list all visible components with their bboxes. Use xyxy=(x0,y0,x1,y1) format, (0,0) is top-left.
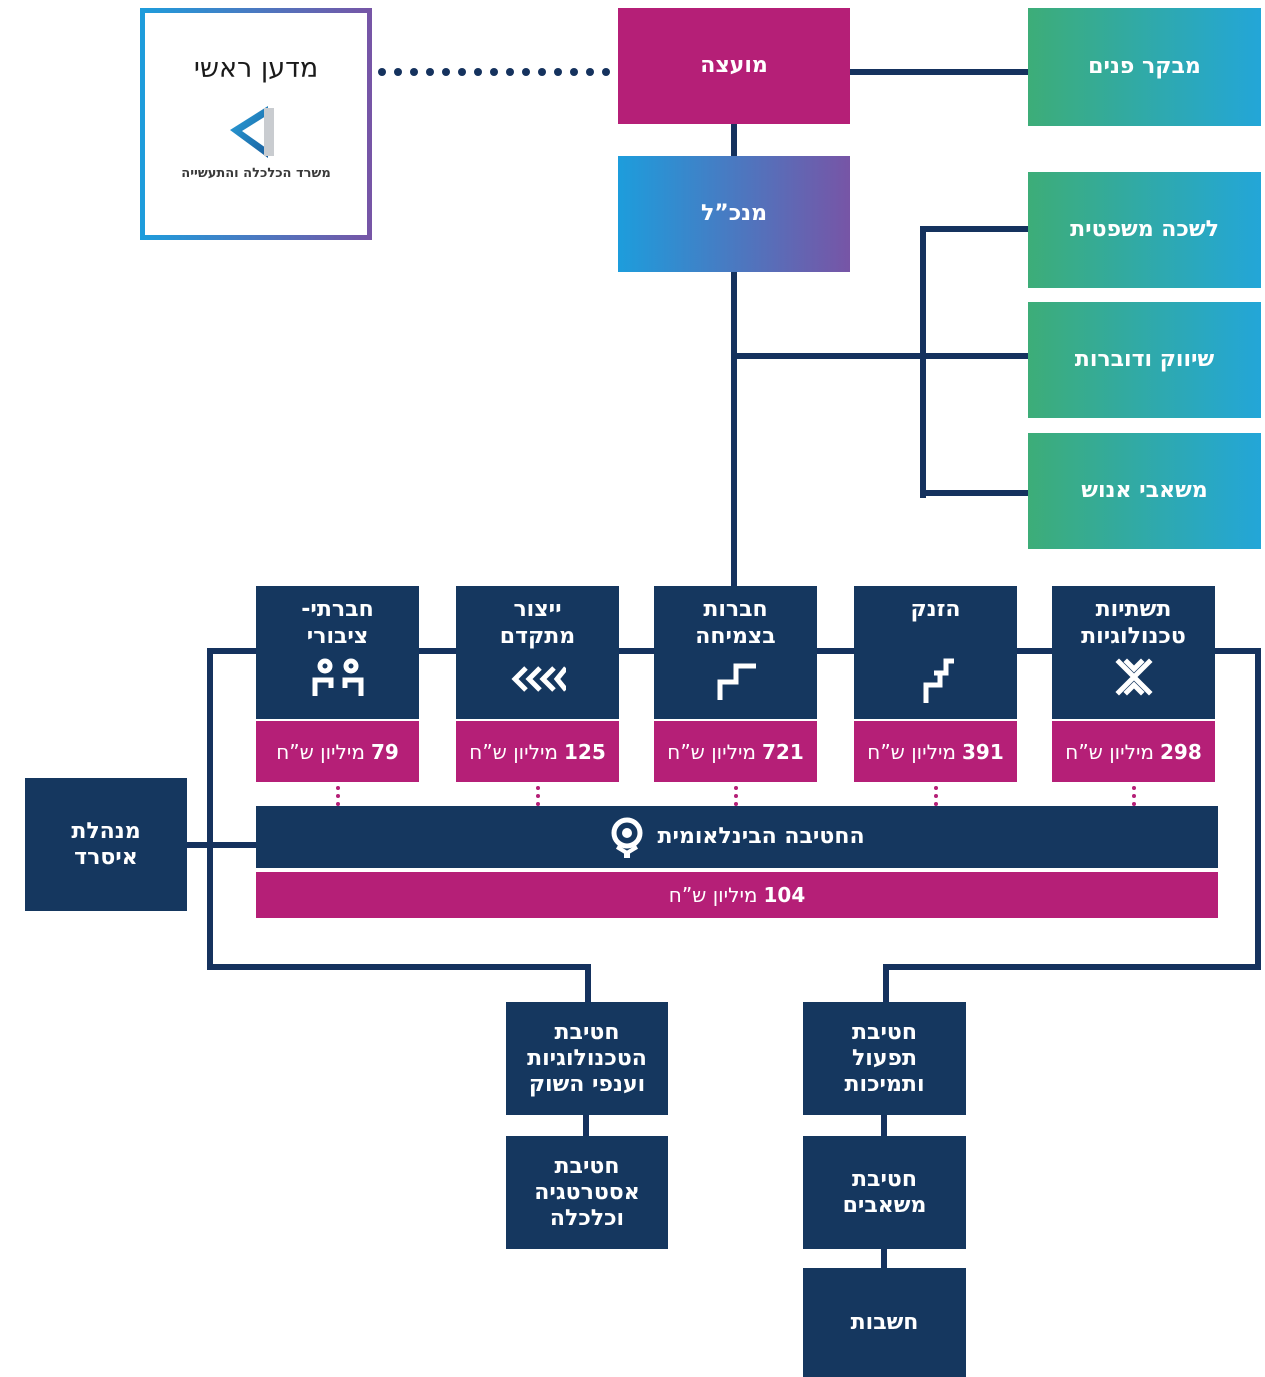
budget-unit: מיליון ש”ח xyxy=(667,739,756,764)
ministry-name: משרד הכלכלה והתעשייה xyxy=(181,166,331,181)
international-title: החטיבה הבינלאומית xyxy=(657,824,865,849)
internal-auditor-box: מבקר פנים xyxy=(1028,8,1261,126)
division-social: חברתי- ציבורי xyxy=(256,586,419,719)
staff-vertical-line xyxy=(920,226,926,498)
division-title: חברות בצמיחה xyxy=(695,597,776,649)
globe-icon xyxy=(611,817,643,858)
legal-office-box: לשכה משפטית xyxy=(1028,172,1261,288)
chevrons-icon xyxy=(510,666,566,692)
strategy-economics-box: חטיבת אסטרטגיה וכלכלה xyxy=(506,1136,668,1249)
budget-unit: מיליון ש”ח xyxy=(668,883,758,907)
right-drop-line xyxy=(883,964,889,1004)
accounting-box: חשבות xyxy=(803,1268,966,1377)
division-title: תשתיות טכנולוגיות xyxy=(1081,597,1186,649)
division-growth: חברות בצמיחה xyxy=(654,586,817,719)
international-division-box: החטיבה הבינלאומית xyxy=(256,806,1218,868)
budget-unit: מיליון ש”ח xyxy=(867,739,956,764)
people-icon xyxy=(312,658,363,696)
chief-scientist-title: מדען ראשי xyxy=(193,53,319,84)
left-bottom-line xyxy=(207,964,591,970)
division-title: הזנק xyxy=(910,597,961,622)
tech-market-division-box: חטיבת הטכנולוגיות וענפי השוק xyxy=(506,1002,668,1115)
division-manufacturing: ייצור מתקדם xyxy=(456,586,619,719)
hr-box: משאבי אנוש xyxy=(1028,433,1261,549)
ceo-box: מנכ”ל xyxy=(618,156,850,272)
budget-amount: 721 xyxy=(762,739,804,764)
right-loop-line xyxy=(1255,648,1261,970)
left-loop-line xyxy=(207,648,213,970)
operations-support-box: חטיבת תפעול ותמיכות xyxy=(803,1002,966,1115)
budget-unit: מיליון ש”ח xyxy=(276,739,365,764)
right-stack-line-2 xyxy=(881,1246,887,1270)
left-drop-line xyxy=(585,964,591,1004)
budget-amount: 125 xyxy=(564,739,606,764)
council-ceo-line xyxy=(731,124,737,158)
budget-amount: 104 xyxy=(763,883,806,907)
staff-hr-line xyxy=(920,490,1030,496)
ceo-trunk-line xyxy=(731,272,737,588)
council-auditor-line xyxy=(850,69,1030,75)
ministry-logo-icon xyxy=(230,106,274,158)
takeoff-steps-icon xyxy=(923,658,954,703)
division-title: חברתי- ציבורי xyxy=(301,597,374,649)
right-stack-line-1 xyxy=(881,1114,887,1138)
x-cross-icon xyxy=(1114,658,1153,696)
division-title: ייצור מתקדם xyxy=(499,597,576,649)
staff-marketing-line xyxy=(920,353,1030,359)
division-startup: הזנק xyxy=(854,586,1017,719)
staff-branch-line xyxy=(731,353,922,359)
resources-division-box: חטיבת משאבים xyxy=(803,1136,966,1249)
dotted-connector xyxy=(378,66,618,78)
council-box: מועצה xyxy=(618,8,850,124)
budget-unit: מיליון ש”ח xyxy=(1065,739,1154,764)
budget-amount: 298 xyxy=(1160,739,1202,764)
eisered-box: מנהלת איסרד xyxy=(25,778,187,911)
marketing-box: שיווק ודוברות xyxy=(1028,302,1261,418)
eisered-line xyxy=(185,842,257,848)
budget-amount: 391 xyxy=(962,739,1004,764)
right-bottom-line xyxy=(883,964,1261,970)
division-infrastructure: תשתיות טכנולוגיות xyxy=(1052,586,1215,719)
left-stack-line xyxy=(583,1114,589,1138)
chief-scientist-box: מדען ראשי משרד הכלכלה והתעשייה xyxy=(140,8,372,240)
staff-legal-line xyxy=(920,226,1030,232)
budget-unit: מיליון ש”ח xyxy=(469,739,558,764)
budget-amount: 79 xyxy=(370,739,399,764)
growth-step-icon xyxy=(717,663,756,700)
